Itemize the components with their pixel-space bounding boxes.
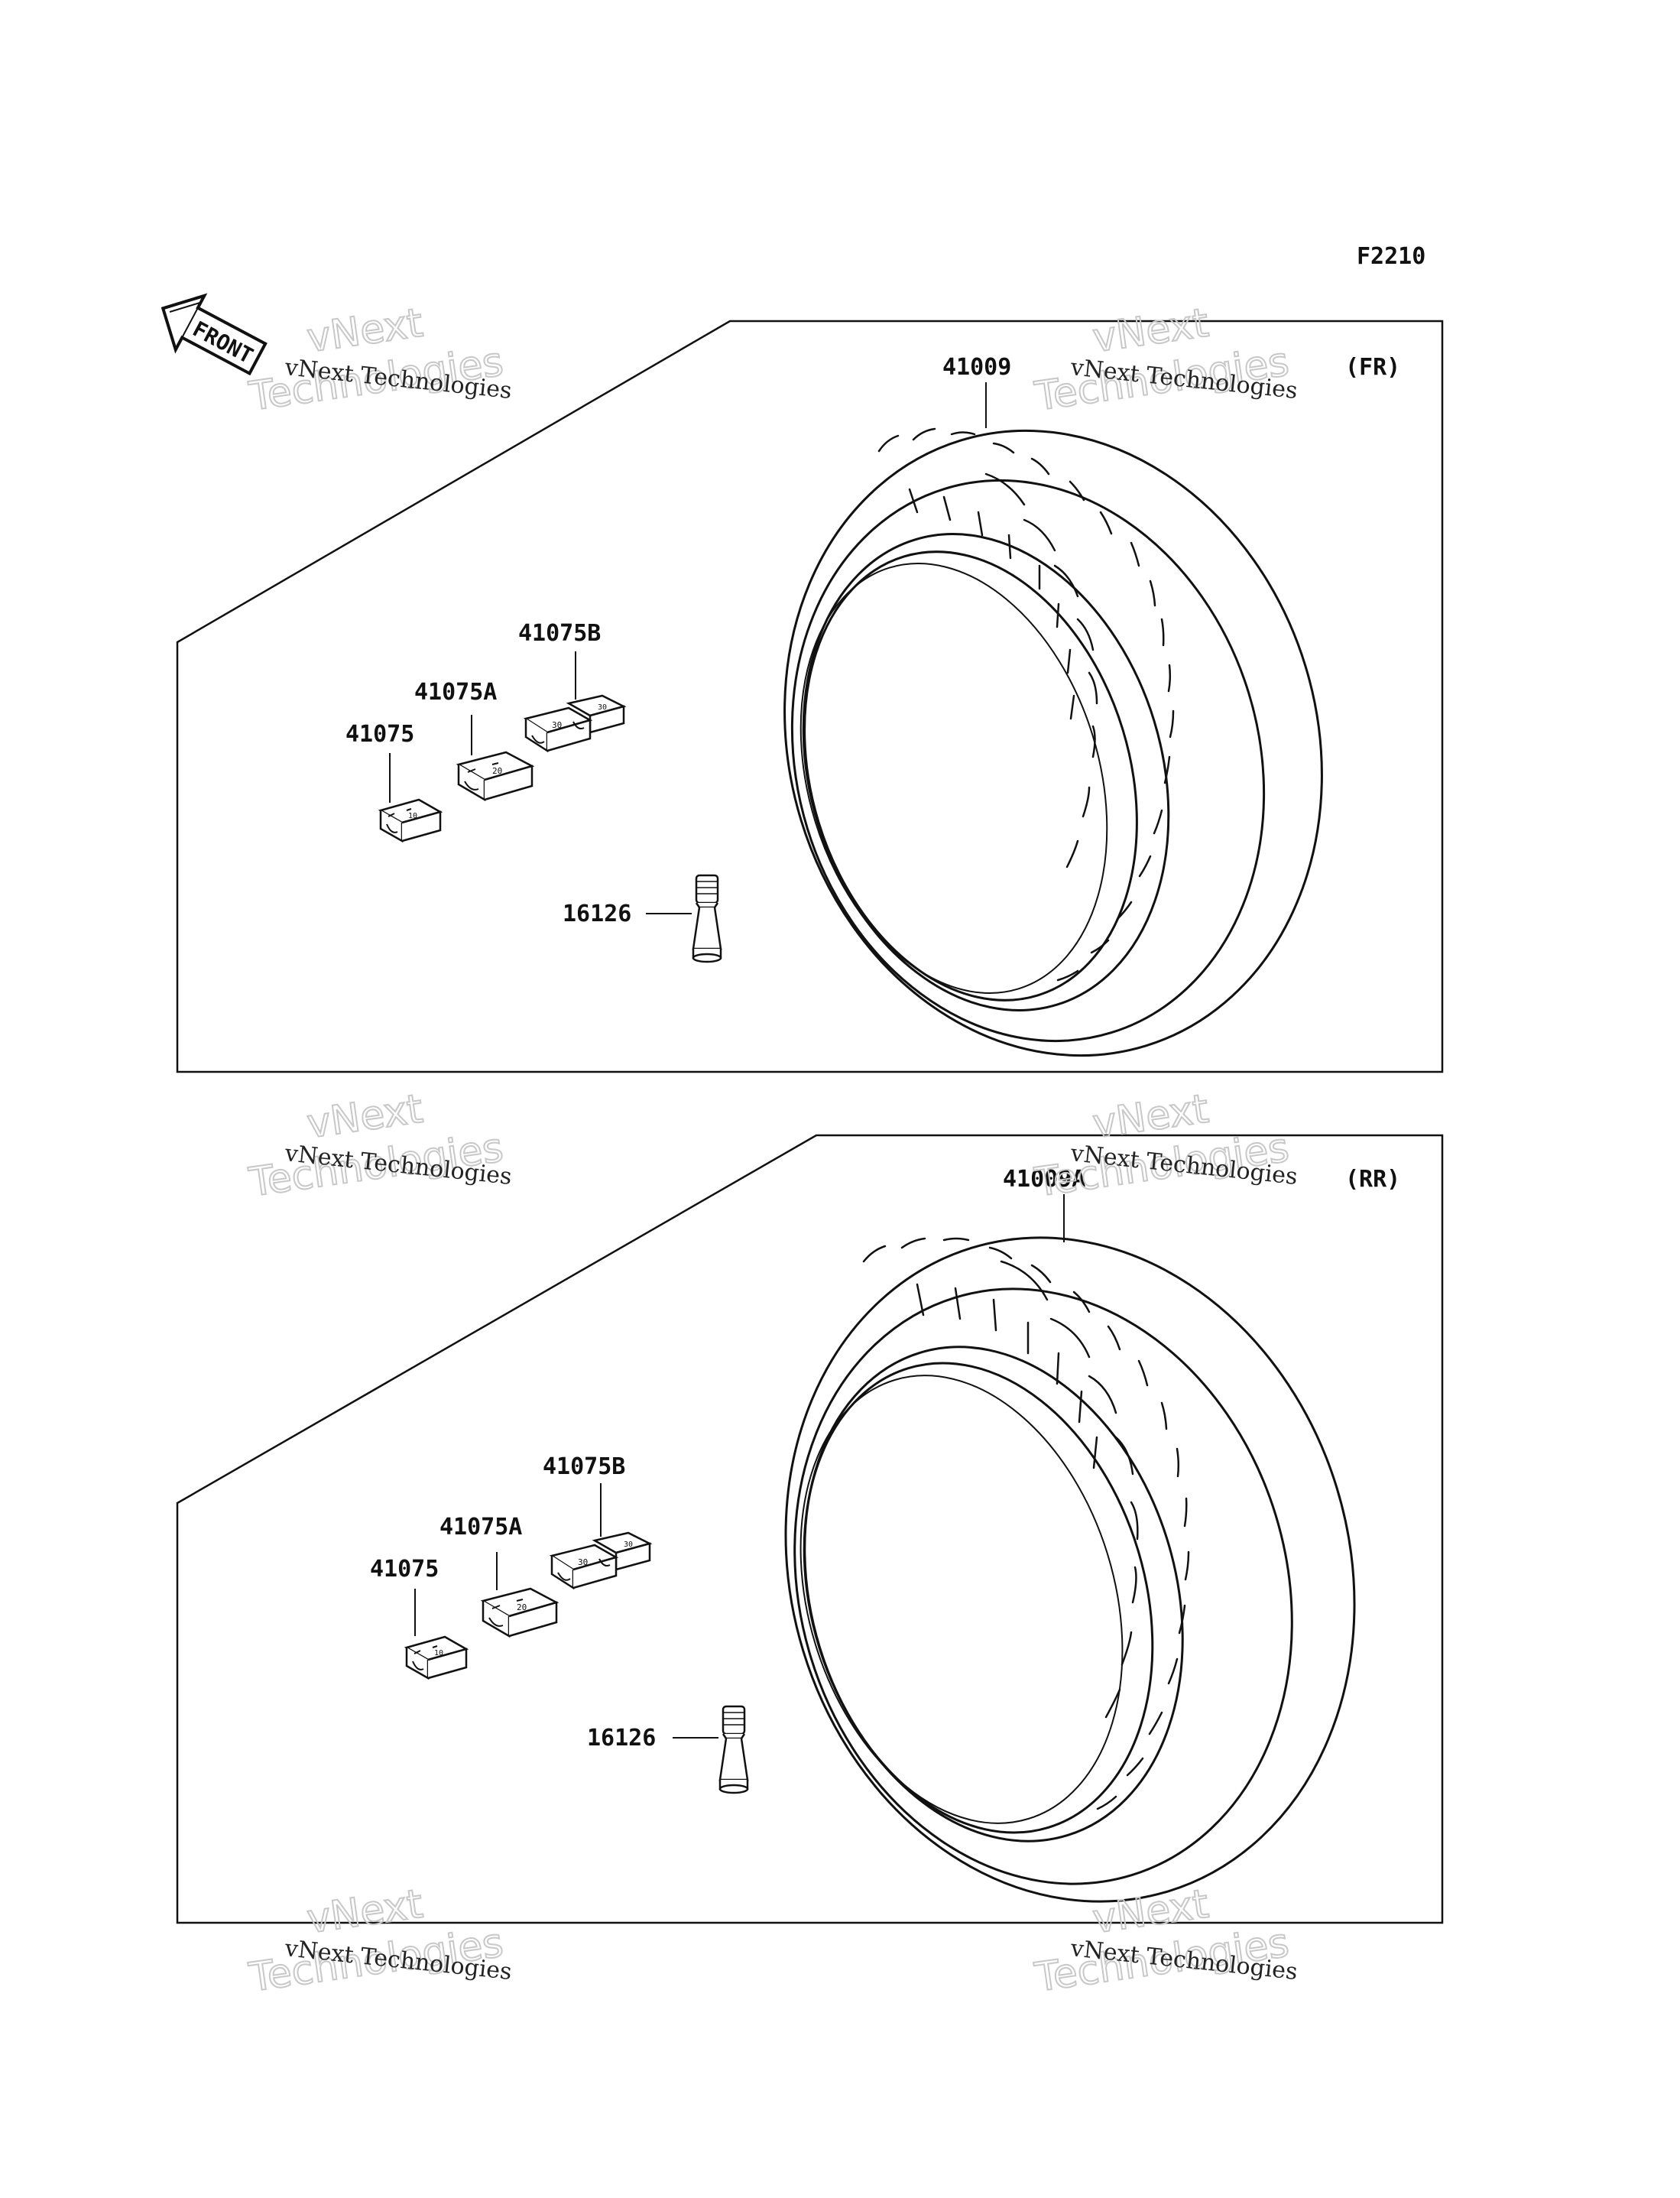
front-panel: (FR) 41009 41075B	[176, 320, 1444, 1073]
front-panel-border	[176, 320, 1444, 1073]
watermark: vNext Technologies	[1031, 300, 1292, 421]
part-number-tire: 41009A	[1003, 1166, 1085, 1193]
part-number-tire: 41009	[942, 354, 1011, 381]
tire-icon	[783, 427, 1323, 1057]
part-number-weight-a: 41075A	[414, 679, 497, 706]
balance-weight-icon	[550, 1531, 651, 1589]
balance-weight-icon	[482, 1587, 558, 1638]
valve-stem-icon	[692, 874, 722, 963]
watermark: vNext Technologies	[1031, 1086, 1292, 1207]
balance-weight-icon	[379, 798, 442, 843]
part-number-weight-a: 41075A	[439, 1514, 522, 1541]
balance-weight-icon	[524, 694, 625, 752]
watermark: vNext Technologies	[1031, 1881, 1292, 2002]
watermark: vNext Technologies	[245, 1086, 507, 1207]
part-number-weight: 41075	[345, 721, 414, 748]
balance-weight-icon	[405, 1635, 468, 1680]
rear-position-label: (RR)	[1345, 1166, 1400, 1193]
part-number-weight: 41075	[370, 1556, 439, 1583]
balance-weight-icon	[457, 751, 534, 801]
tire-icon	[784, 1236, 1356, 1903]
front-position-label: (FR)	[1345, 354, 1400, 381]
part-number-valve: 16126	[563, 901, 631, 927]
front-arrow-icon: FRONT	[161, 293, 268, 376]
rear-panel: (RR) 41009A 41075B	[176, 1134, 1444, 1924]
part-number-weight-b: 41075B	[543, 1453, 625, 1480]
part-number-valve: 16126	[587, 1725, 656, 1752]
part-number-weight-b: 41075B	[518, 620, 601, 647]
watermark: vNext Technologies	[245, 300, 507, 421]
valve-stem-icon	[718, 1705, 749, 1794]
rear-panel-border	[176, 1134, 1444, 1924]
diagram-code: F2210	[1357, 243, 1425, 270]
watermark: vNext Technologies	[245, 1881, 507, 2002]
